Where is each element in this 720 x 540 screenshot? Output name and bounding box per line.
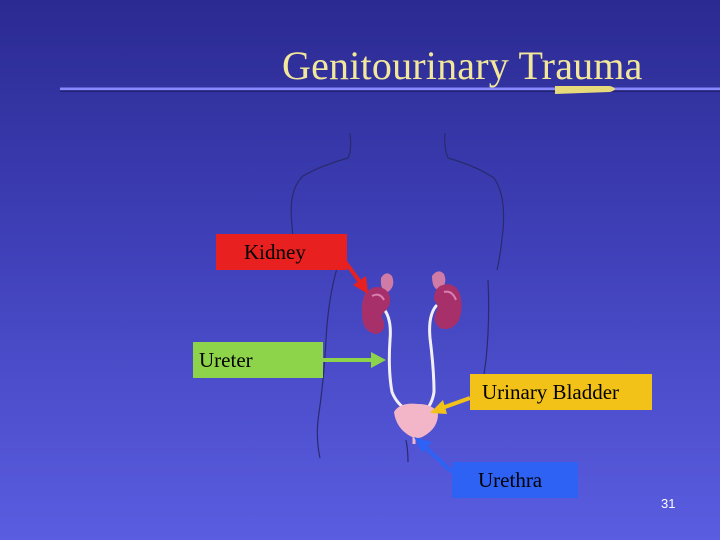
kidney-pointer-head bbox=[353, 276, 368, 294]
body-outline-left-torso bbox=[316, 267, 338, 459]
ureter-right bbox=[422, 304, 438, 414]
urethra-pointer bbox=[414, 437, 454, 474]
page-number: 31 bbox=[661, 496, 676, 511]
ureter-pointer-head bbox=[371, 352, 386, 368]
adrenal-gland-left bbox=[380, 273, 394, 292]
title-underline bbox=[60, 86, 720, 94]
kidney-label: Kidney bbox=[216, 234, 347, 270]
ureter-pointer bbox=[323, 352, 386, 368]
title-underline-accent bbox=[555, 86, 615, 94]
urethra-label: Urethra bbox=[452, 462, 578, 498]
urethra-pointer-head bbox=[414, 437, 432, 453]
bladder-pointer-head bbox=[430, 400, 447, 414]
urinary-bladder-label: Urinary Bladder bbox=[470, 374, 652, 410]
bladder-pointer-line bbox=[441, 396, 471, 410]
body-outline-groin bbox=[405, 439, 409, 463]
body-outline-right-shoulder bbox=[444, 132, 505, 271]
kidney-left-highlight bbox=[371, 293, 385, 301]
urinary-bladder bbox=[394, 403, 438, 438]
bladder-pointer bbox=[430, 396, 471, 414]
ureter-label: Ureter bbox=[193, 342, 323, 378]
urethra-pointer-line bbox=[422, 444, 454, 474]
kidney-right-highlight bbox=[443, 290, 457, 301]
slide-title: Genitourinary Trauma bbox=[282, 43, 643, 88]
ureters bbox=[381, 304, 438, 414]
body-outline bbox=[290, 132, 505, 463]
ureter-left bbox=[381, 306, 412, 414]
